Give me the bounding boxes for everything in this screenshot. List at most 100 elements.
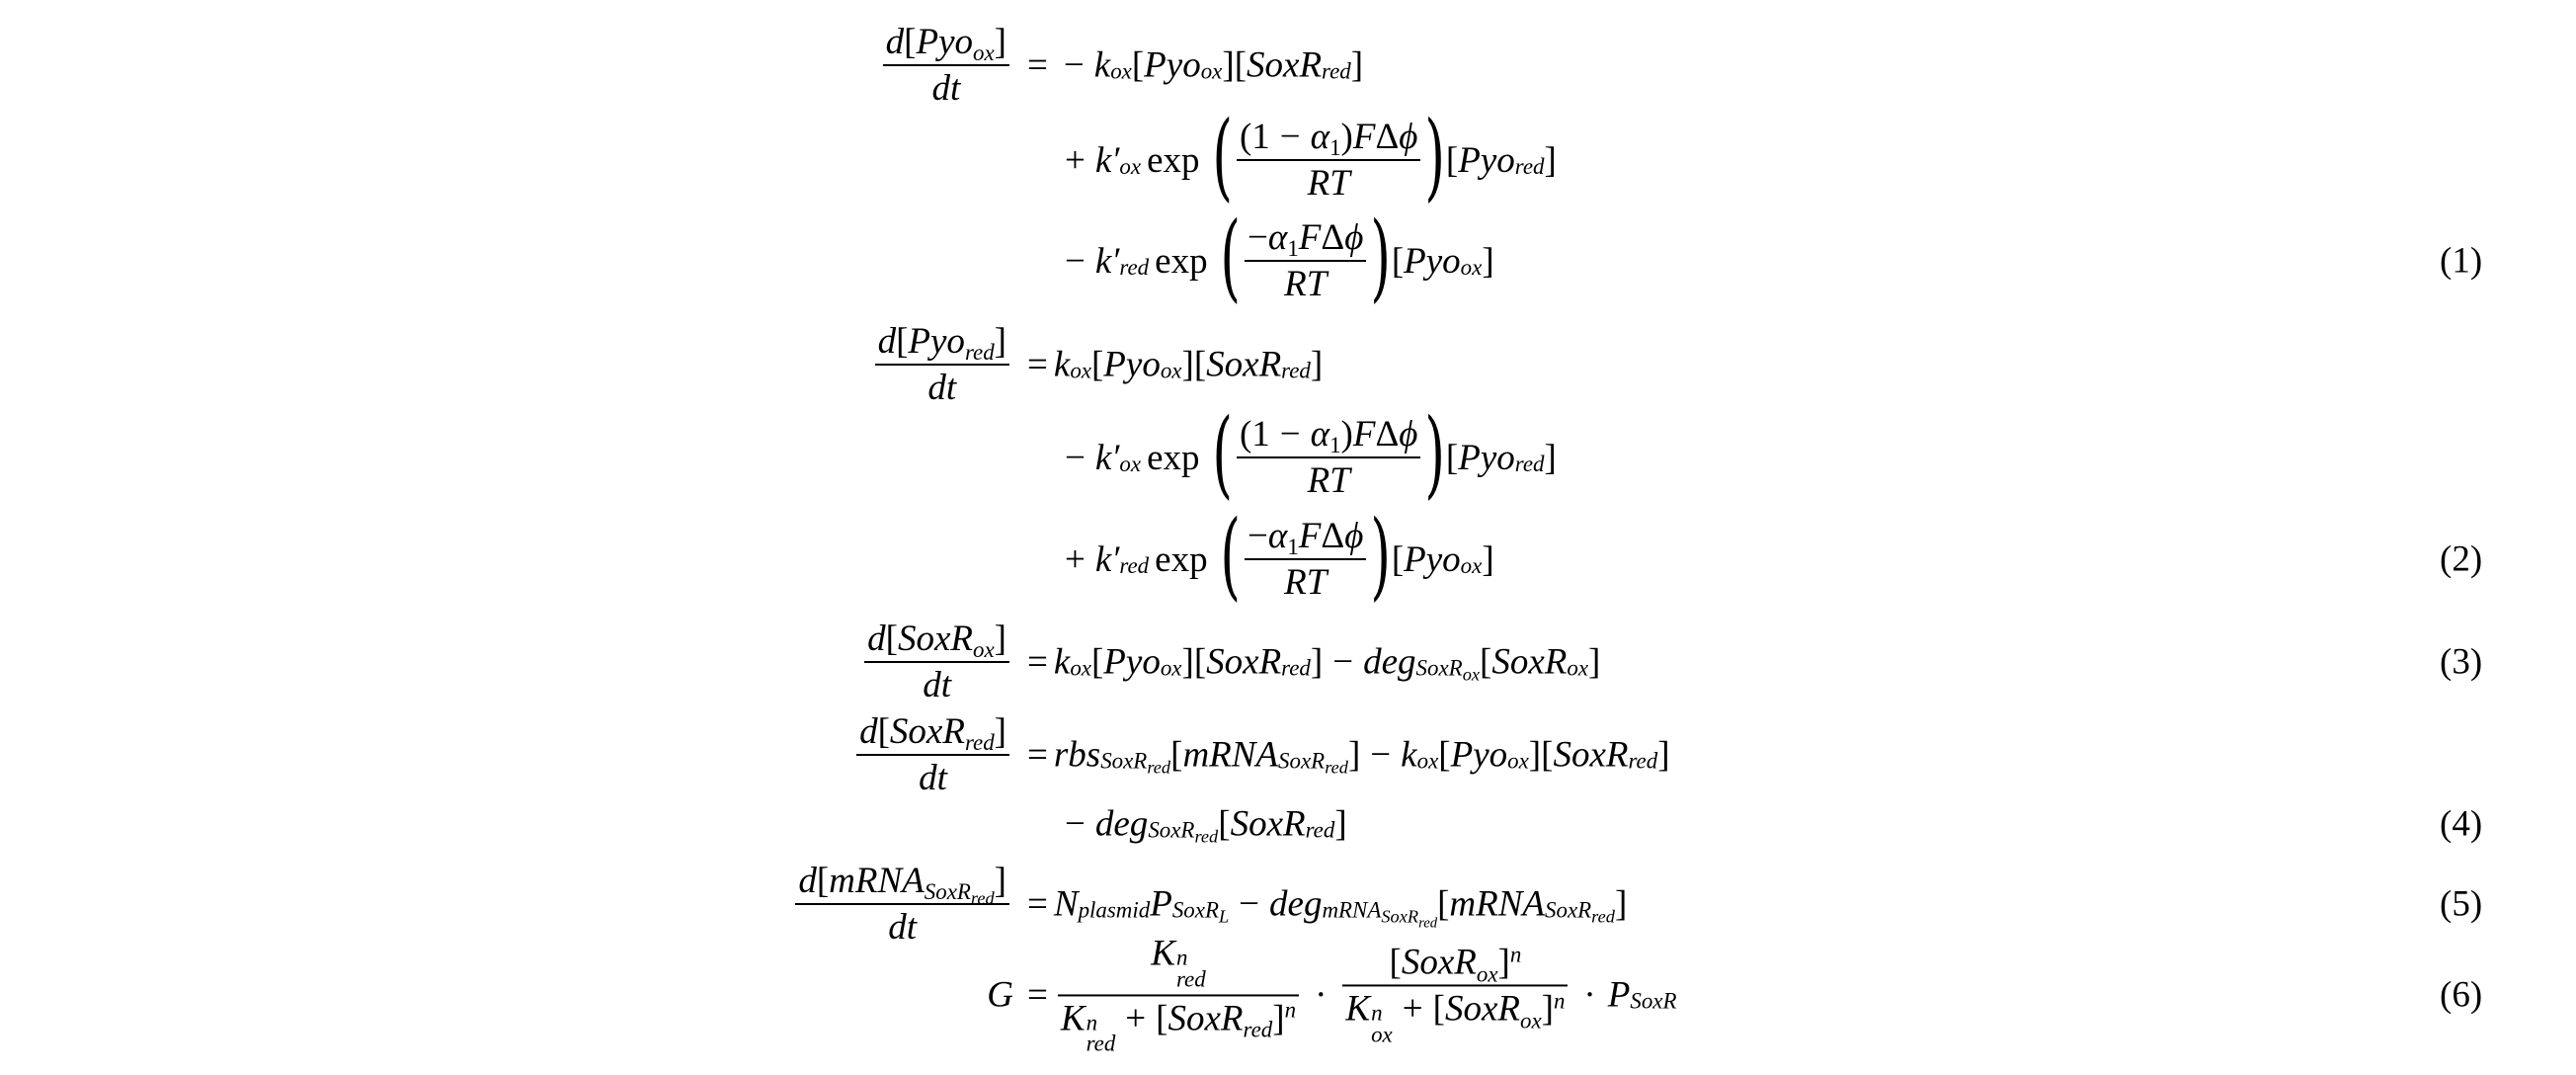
- subscript: mRNASoxRred: [1322, 897, 1437, 931]
- symbol-phi: ϕ: [1399, 117, 1418, 157]
- symbol-Pyo: Pyo: [1458, 139, 1515, 181]
- symbol-red: red: [1591, 906, 1615, 927]
- symbol-ox: ox: [1460, 552, 1483, 578]
- symbol-F: F: [1298, 217, 1322, 258]
- symbol-lb: [: [885, 619, 898, 659]
- subscript: red: [1194, 827, 1218, 847]
- subscript: ox: [1460, 552, 1483, 578]
- symbol-minus: −: [1248, 217, 1268, 258]
- subscript: SoxRred: [1148, 819, 1218, 846]
- symbol-Pyo: Pyo: [1404, 538, 1461, 580]
- subscript: SoxRL: [1172, 899, 1229, 926]
- symbol-SoxR: SoxR: [897, 619, 974, 659]
- exp-function: exp: [1147, 139, 1200, 181]
- equals-sign: =: [1027, 641, 1048, 683]
- symbol-phi: ϕ: [1344, 516, 1364, 556]
- symbol-Pyo: Pyo: [1144, 44, 1201, 86]
- symbol-SoxR: SoxR: [1444, 988, 1520, 1030]
- symbol-one: 1: [1251, 117, 1270, 157]
- symbol-ox: ox: [1567, 655, 1589, 681]
- symbol-lb: [: [1131, 44, 1145, 86]
- symbol-SoxR: SoxR: [1491, 641, 1568, 683]
- symbol-rb: ]: [1544, 139, 1557, 181]
- symbol-d: d: [885, 22, 905, 62]
- denominator: dt: [856, 754, 1009, 796]
- symbol-Delta: Δ: [1375, 117, 1400, 157]
- subscript: red: [1628, 750, 1657, 774]
- equals-sign: =: [1027, 734, 1048, 776]
- symbol-rb: ]: [1334, 803, 1347, 845]
- symbol-rb: ]: [994, 321, 1006, 362]
- symbol-red: red: [1322, 58, 1351, 84]
- symbol-lb: [: [1391, 240, 1405, 282]
- symbol-F: F: [1352, 414, 1376, 455]
- symbol-rp: ): [1340, 414, 1353, 455]
- symbol-rp: ): [1340, 117, 1353, 157]
- symbol-alpha_sub: 1: [1287, 236, 1299, 262]
- symbol-dt: dt: [919, 758, 947, 798]
- subscript: ox: [1119, 453, 1141, 476]
- symbol-lb: [: [1438, 734, 1451, 776]
- symbol-rb: ]: [1541, 988, 1554, 1030]
- symbol-phi: ϕ: [1399, 414, 1418, 455]
- subscript: ox: [1477, 962, 1498, 986]
- symbol-rb: ]: [994, 861, 1006, 901]
- symbol-rp: ): [1370, 202, 1392, 312]
- symbol-n: n: [1509, 942, 1522, 967]
- symbol-Pyo: Pyo: [1103, 641, 1161, 683]
- symbol-d: d: [877, 321, 897, 362]
- symbol-n: n: [1553, 988, 1566, 1014]
- symbol-lb: [: [1170, 734, 1183, 776]
- symbol-rb: ]: [994, 619, 1006, 659]
- symbol-d: d: [859, 711, 878, 752]
- symbol-minus: −: [1279, 414, 1301, 455]
- symbol-dt: dt: [931, 68, 961, 109]
- symbol-rp: ): [1424, 101, 1446, 211]
- symbol-lb: [: [1391, 538, 1405, 580]
- symbol-minus: −: [1065, 803, 1086, 845]
- symbol-d: d: [867, 619, 886, 659]
- exp-function: exp: [1155, 240, 1208, 282]
- symbol-lb: [: [896, 321, 909, 362]
- subscript: SoxRox: [1415, 655, 1480, 684]
- symbol-SoxR: SoxR: [1247, 44, 1323, 86]
- subscript: SoxRred: [1545, 899, 1615, 926]
- symbol-Delta: Δ: [1321, 516, 1345, 556]
- symbol-one: 1: [1251, 414, 1270, 455]
- subscript: 1: [1287, 536, 1298, 559]
- symbol-P: P: [1150, 883, 1172, 925]
- symbol-rb: ]: [1310, 344, 1324, 385]
- symbol-red: red: [1418, 915, 1438, 932]
- symbol-RT: RT: [1307, 460, 1350, 501]
- symbol-Pyo: Pyo: [916, 22, 974, 62]
- superscript: n: [1176, 946, 1206, 968]
- denominator: RT: [1245, 558, 1367, 601]
- symbol-N: N: [1053, 883, 1079, 925]
- subscript: ox: [1070, 360, 1091, 383]
- symbol-lb: [: [1090, 641, 1104, 683]
- symbol-ox: ox: [1519, 1008, 1542, 1034]
- subscript: ox: [1519, 1008, 1542, 1034]
- exp-function: exp: [1155, 538, 1208, 580]
- subscript: red: [1119, 256, 1149, 280]
- symbol-red: red: [964, 730, 995, 756]
- symbol-alpha: α: [1310, 117, 1330, 157]
- symbol-SoxR: SoxR: [1167, 998, 1244, 1038]
- symbol-SoxR: SoxR: [1415, 655, 1463, 681]
- symbol-alpha: α: [1310, 414, 1330, 455]
- symbol-mRNA: mRNA: [1322, 897, 1382, 923]
